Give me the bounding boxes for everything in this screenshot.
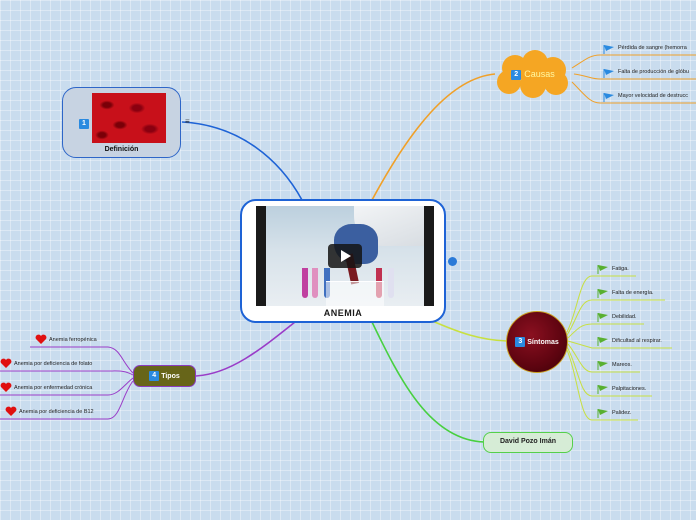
green-flag-icon (597, 360, 609, 370)
green-flag-icon (597, 384, 609, 394)
green-flag-icon (597, 288, 609, 298)
blue-flag-icon (603, 44, 615, 54)
heart-icon (0, 382, 12, 393)
author-node[interactable]: David Pozo Imán (483, 432, 573, 453)
sintomas-branch-line (430, 320, 507, 341)
tipos-badge: 4 (149, 371, 159, 381)
definicion-branch-line (182, 122, 302, 200)
heart-icon (5, 406, 17, 417)
note-icon[interactable]: ≡ (185, 118, 190, 126)
green-flag-icon (597, 312, 609, 322)
definicion-label: Definición (63, 146, 180, 153)
tipos-branch-line (196, 322, 295, 376)
definicion-badge: 1 (79, 119, 89, 129)
green-flag-icon (597, 264, 609, 274)
causas-badge: 2 (511, 70, 521, 80)
tipos-label: Tipos (161, 373, 180, 380)
causas-label: Causas (524, 69, 555, 79)
definicion-node[interactable]: 1 Definición (62, 87, 181, 158)
heart-icon (0, 358, 12, 369)
link-icon[interactable] (448, 257, 457, 266)
red-blood-cells-image (92, 93, 166, 143)
sintomas-label: Síntomas (527, 339, 559, 346)
author-label: David Pozo Imán (484, 438, 572, 445)
video-thumbnail[interactable] (256, 206, 434, 306)
sintomas-node[interactable]: 3 Síntomas (506, 311, 568, 373)
author-branch-line (372, 322, 484, 442)
blue-flag-icon (603, 92, 615, 102)
central-title: ANEMIA (242, 308, 444, 318)
sintomas-badge: 3 (515, 337, 525, 347)
green-flag-icon (597, 408, 609, 418)
play-icon[interactable] (328, 244, 362, 268)
causas-branch-line (372, 74, 495, 200)
central-node[interactable]: ANEMIA (240, 199, 446, 323)
heart-icon (35, 334, 47, 345)
tipos-node[interactable]: 4 Tipos (133, 365, 196, 387)
green-flag-icon (597, 336, 609, 346)
blue-flag-icon (603, 68, 615, 78)
